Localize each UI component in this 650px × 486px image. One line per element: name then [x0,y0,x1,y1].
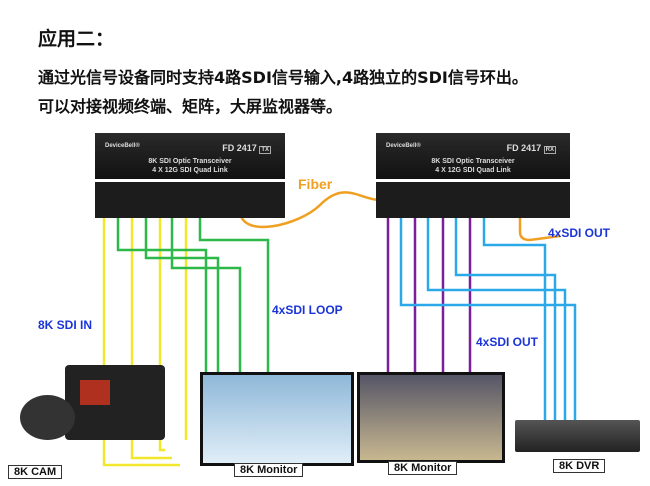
monitor-1-caption: 8K Monitor [234,463,304,477]
purple-out-cables [386,218,472,372]
yellow-sdi-in-cables [102,218,188,467]
description-line-1: 通过光信号设备同时支持4路SDI信号输入,4路独立的SDI信号环出。 [38,68,528,87]
out-label-dvr: 4xSDI OUT [548,226,611,240]
heading: 应用二： [38,28,115,50]
green-loop-cables [116,218,270,372]
blue-out-cables [399,218,577,420]
rx-brand: DeviceBell® [386,143,421,149]
loop-label: 4xSDI LOOP [272,303,343,317]
rx-device-rear [376,182,570,218]
camera-caption: 8K CAM [8,465,63,479]
rx-device-front: DeviceBell® FD 2417 RX 8K SDI Optic Tran… [376,133,570,179]
description-line-2: 可以对接视频终端、矩阵，大屏监视器等。 [38,97,343,116]
camera-image [10,345,175,455]
tx-model: FD 2417 TX [222,143,271,154]
tx-device-rear [95,182,285,218]
monitor-2-image [357,372,505,463]
tx-device-front: DeviceBell® FD 2417 TX 8K SDI Optic Tran… [95,133,285,179]
fiber-cable [238,191,381,229]
rx-model: FD 2417 RX [506,143,556,154]
fiber-cable-out [518,205,561,242]
sdi-in-label: 8K SDI IN [38,318,93,332]
out-label-monitor: 4xSDI OUT [476,335,539,349]
monitor-1-image [200,372,354,466]
dvr-caption: 8K DVR [553,459,606,473]
fiber-label: Fiber [298,176,333,192]
monitor-2-caption: 8K Monitor [388,461,458,475]
dvr-image [515,420,640,452]
tx-brand: DeviceBell® [105,143,140,149]
